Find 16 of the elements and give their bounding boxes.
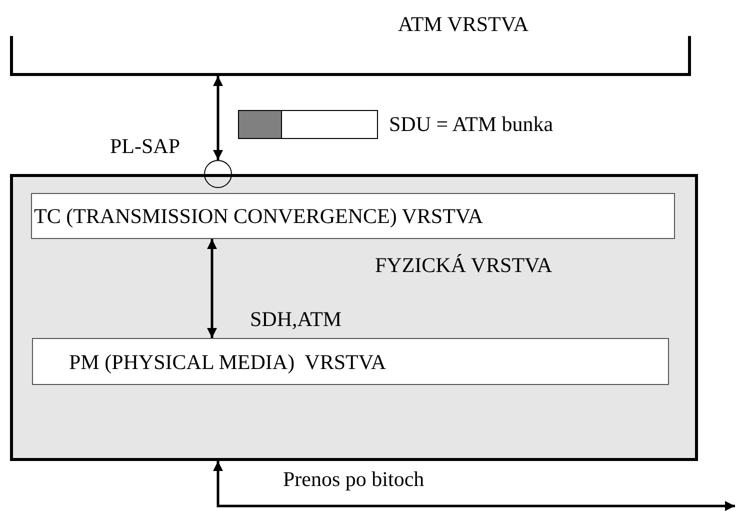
- edge-label: SDH,ATM: [250, 309, 342, 330]
- arrow: [213, 76, 223, 160]
- layer-name: FYZICKÁ VRSTVA: [375, 255, 552, 276]
- layer-box: [31, 193, 675, 239]
- layer-name: ATM VRSTVA: [398, 14, 529, 35]
- edge-label: Prenos po bitoch: [283, 469, 424, 490]
- layer-name: PM (PHYSICAL MEDIA) VRSTVA: [69, 352, 386, 373]
- annotation-label: SDU = ATM bunka: [389, 114, 554, 135]
- layer-panel: [10, 174, 698, 461]
- layer-box: [32, 338, 669, 385]
- annotation-label: PL-SAP: [110, 136, 180, 157]
- layer-name: TC (TRANSMISSION CONVERGENCE) VRSTVA: [34, 206, 484, 227]
- arrow: [213, 461, 735, 511]
- arrow: [207, 239, 217, 338]
- cell-bar: [238, 110, 378, 139]
- access-point-circle: [204, 160, 232, 188]
